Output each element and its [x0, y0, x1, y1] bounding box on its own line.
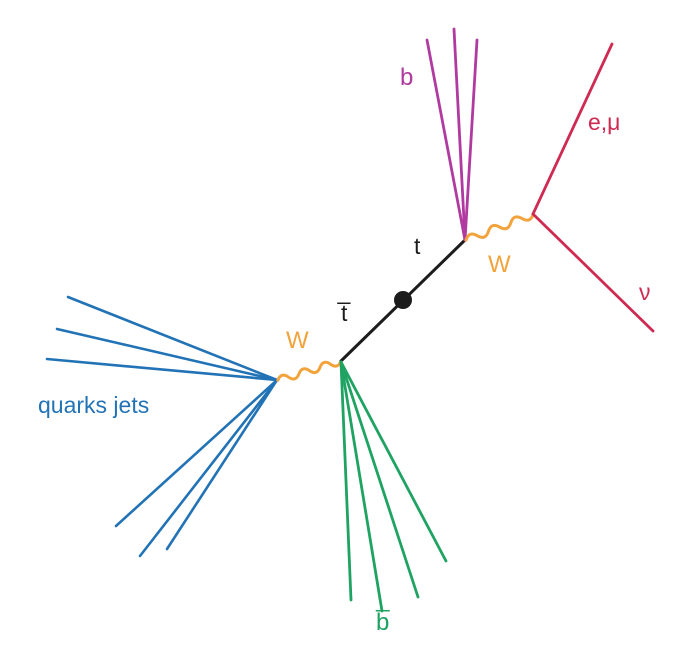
t-quark-label: t	[414, 233, 421, 259]
bbar-jet-lines	[339, 360, 448, 613]
bbar-jet-line	[339, 360, 448, 563]
b-jet-lines	[425, 27, 479, 242]
b-jet-line	[463, 38, 479, 242]
quark-jet-line	[55, 327, 279, 382]
quark-jet-line	[165, 378, 279, 551]
bbar-jet-line	[339, 360, 353, 602]
production-vertex-dot	[394, 291, 412, 309]
quark-jet-line	[66, 295, 279, 382]
quark-jets-lines	[45, 295, 279, 558]
bbar-jet-line	[339, 360, 384, 613]
w-boson-left-line	[276, 359, 343, 382]
w-boson-left-label: W	[286, 327, 309, 354]
electron-muon-line	[531, 42, 614, 216]
b-quark-label: b	[400, 64, 413, 91]
quark-jet-line	[114, 378, 279, 528]
electron-muon-label: e,μ	[588, 109, 620, 135]
b-jet-line	[452, 27, 467, 242]
neutrino-line	[531, 212, 655, 333]
quark-jets-label: quarks jets	[38, 392, 149, 418]
b-jet-line	[425, 38, 467, 242]
lepton-lines	[531, 42, 655, 333]
quark-jet-line	[45, 357, 279, 382]
tbar-quark-label: t̅	[337, 300, 351, 326]
bbar-quark-label: b̅	[376, 609, 390, 636]
neutrino-label: ν	[639, 279, 651, 305]
w-boson-right-label: W	[488, 251, 511, 278]
w-boson-right-line	[464, 212, 535, 242]
bbar-jet-line	[339, 360, 420, 599]
quark-jet-line	[138, 378, 279, 558]
